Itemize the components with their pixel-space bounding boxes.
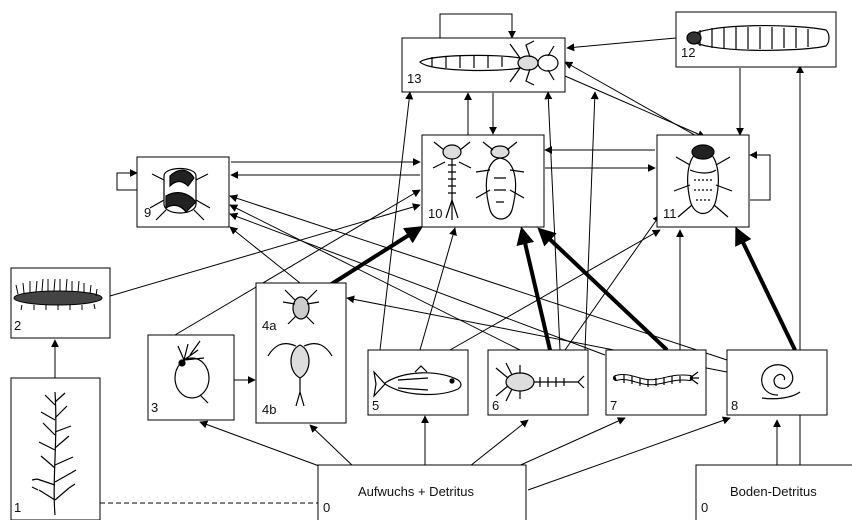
water-flea-icon <box>174 340 210 404</box>
node-3-box <box>147 334 235 421</box>
node-2-number: 2 <box>14 318 22 333</box>
fish-icon <box>373 365 462 398</box>
link-2-10 <box>109 203 421 297</box>
water-bug-icon <box>673 144 733 218</box>
dragonfly-larva-icon <box>419 40 559 86</box>
link-0a-3 <box>199 420 331 471</box>
node-0a-box <box>317 464 527 520</box>
link-3-10 <box>174 189 421 336</box>
shrimp-larva-icon <box>495 362 585 402</box>
link-6-13 <box>544 91 561 351</box>
link-6-10-strong <box>516 226 552 351</box>
link-4a-9 <box>229 226 301 284</box>
link-9-self <box>116 169 138 191</box>
link-4a-10-strong <box>328 226 424 287</box>
node-0b-label: Boden-Detritus <box>730 484 817 499</box>
link-5-10 <box>419 227 457 351</box>
link-0a-6 <box>469 419 529 467</box>
snail-icon <box>761 364 801 400</box>
link-13-11 <box>564 75 706 138</box>
caterpillar-icon <box>13 278 103 311</box>
midge-larva-icon <box>613 371 699 387</box>
link-7-10-strong <box>537 227 669 352</box>
node-3-number: 3 <box>151 400 159 415</box>
node-1-number: 1 <box>14 500 22 515</box>
node-0b-box <box>695 464 852 520</box>
grub-larva-icon <box>686 25 830 51</box>
link-11-13 <box>564 61 701 139</box>
node-4b-number: 4b <box>262 402 277 417</box>
node-9-number: 9 <box>144 205 152 220</box>
node-6-number: 6 <box>492 398 500 413</box>
water-beetle-icon <box>149 167 211 221</box>
link-6-11 <box>564 214 661 351</box>
node-4a-number: 4a <box>262 318 277 333</box>
link-13-self <box>439 13 516 40</box>
node-7-number: 7 <box>610 398 618 413</box>
link-7-13 <box>584 91 599 351</box>
node-0b-number: 0 <box>701 500 709 515</box>
node-13-number: 13 <box>407 71 422 86</box>
water-plant-icon <box>31 391 77 516</box>
node-5-number: 5 <box>372 398 380 413</box>
link-5-11 <box>449 229 661 351</box>
nymph-and-bug-icon <box>432 141 525 220</box>
link-8-11-strong <box>735 226 797 351</box>
node-12-number: 12 <box>681 45 696 60</box>
link-6-9 <box>229 204 521 351</box>
copepod-icon <box>267 343 333 407</box>
nauplius-icon <box>282 289 320 325</box>
node-10-box <box>421 134 545 228</box>
link-7-9 <box>229 212 606 356</box>
node-8-number: 8 <box>731 398 739 413</box>
link-12-13 <box>566 37 677 52</box>
link-5-13 <box>379 91 414 351</box>
node-8-box <box>726 349 828 416</box>
link-0a-7 <box>504 417 626 473</box>
link-11-self <box>749 151 771 201</box>
link-8-9 <box>229 194 728 361</box>
link-0a-4b <box>309 424 356 469</box>
link-0a-8 <box>527 416 731 491</box>
node-10-number: 10 <box>428 206 443 221</box>
node-11-number: 11 <box>663 206 677 221</box>
node-0a-label: Aufwuchs + Detritus <box>358 484 474 499</box>
node-0a-number: 0 <box>323 500 331 515</box>
